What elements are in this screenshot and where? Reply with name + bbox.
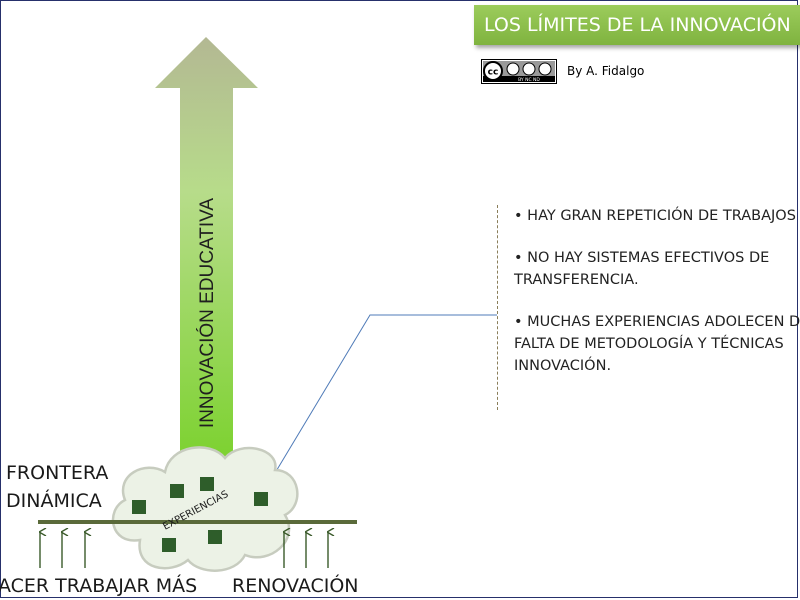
connector-line [271,314,497,479]
experience-square [208,530,222,544]
experience-square [132,500,146,514]
experience-square [254,492,268,506]
experience-square [170,484,184,498]
bottom-label-right: RENOVACIÓN [232,575,359,597]
bottom-label-left: ACER TRABAJAR MÁS [0,575,198,597]
bullet-item: • HAY GRAN REPETICIÓN DE TRABAJOS [514,208,796,224]
slide-title: LOS LÍMITES DE LA INNOVACIÓN [474,5,800,45]
arrow-label: INNOVACIÓN EDUCATIVA [196,198,218,428]
svg-text:cc: cc [488,68,499,78]
author-credit: By A. Fidalgo [567,64,645,78]
experiences-cloud [111,446,299,572]
cc-license-icon: cc BY NC ND [481,59,557,84]
experience-square [162,538,176,552]
innovation-arrow [155,37,258,480]
cc-license-text: BY NC ND [518,77,540,83]
bullet-list: • HAY GRAN REPETICIÓN DE TRABAJOS • NO H… [497,205,800,410]
frontier-label-line1: FRONTERA [6,462,109,484]
frontier-label-line2: DINÁMICA [6,490,102,512]
experience-square [200,477,214,491]
